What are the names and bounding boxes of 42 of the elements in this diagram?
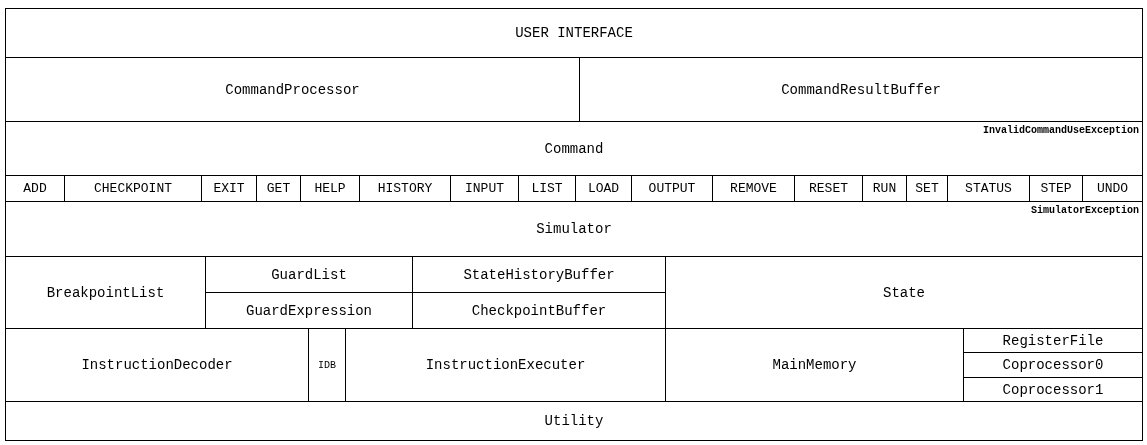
module-label: USER INTERFACE: [515, 25, 633, 41]
module-label: IDB: [318, 359, 336, 371]
module-label: MainMemory: [772, 357, 857, 373]
module-label: CommandProcessor: [225, 81, 360, 98]
module-label: Utility: [544, 413, 604, 429]
module-label: Coprocessor1: [1002, 381, 1104, 398]
module-label: InstructionExecuter: [425, 357, 586, 373]
module-label: STEP: [1040, 181, 1072, 196]
module-label: LIST: [531, 181, 563, 196]
module-label: SET: [915, 181, 939, 196]
module-label: HISTORY: [377, 181, 433, 196]
module-box: [5, 8, 1143, 58]
module-label: GuardList: [271, 266, 347, 283]
module-label: InstructionDecoder: [81, 357, 233, 373]
module-box: [5, 201, 1143, 257]
module-label: OUTPUT: [648, 181, 696, 196]
module-label: State: [883, 284, 925, 301]
module-label: HELP: [314, 181, 346, 196]
module-label: UNDO: [1096, 181, 1129, 196]
module-label: CHECKPOINT: [94, 181, 172, 196]
module-label: Simulator: [536, 221, 612, 237]
module-label: GET: [266, 181, 291, 196]
exception-label: InvalidCommandUseException: [982, 125, 1139, 136]
module-label: GuardExpression: [246, 302, 372, 319]
module-label: INPUT: [465, 181, 504, 196]
module-label: RegisterFile: [1002, 332, 1104, 349]
module-label: REMOVE: [730, 181, 777, 196]
module-label: StateHistoryBuffer: [463, 266, 615, 283]
module-label: STATUS: [965, 181, 1012, 196]
module-label: RESET: [809, 181, 848, 196]
module-label: EXIT: [213, 181, 245, 196]
module-label: BreakpointList: [46, 284, 165, 301]
module-box: [5, 121, 1143, 176]
module-label: RUN: [872, 181, 897, 196]
exception-label: SimulatorException: [1030, 205, 1139, 216]
module-label: Command: [544, 140, 604, 157]
module-label: Coprocessor0: [1002, 357, 1104, 373]
module-label: CheckpointBuffer: [471, 302, 607, 319]
module-label: CommandResultBuffer: [781, 81, 941, 98]
module-box: [5, 401, 1143, 441]
module-label: ADD: [23, 181, 47, 196]
module-label: LOAD: [587, 181, 620, 196]
